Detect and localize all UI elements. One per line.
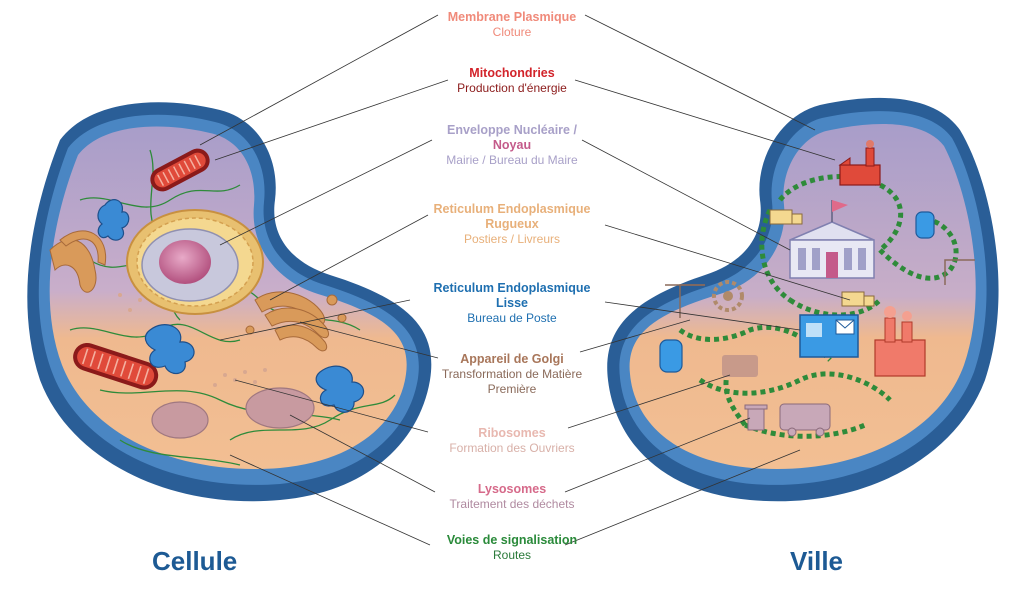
label-smooth-er-title: Reticulum Endoplasmique: [433, 281, 591, 295]
lysosomes: [151, 387, 315, 439]
city-illustration: [607, 97, 999, 502]
ribosomes: [118, 293, 267, 387]
label-smooth-er-subtitle: Bureau de Poste: [467, 311, 557, 325]
label-nucleus-subtitle: Mairie / Bureau du Maire: [446, 153, 578, 167]
trash-can-icon: [744, 404, 768, 431]
label-rough-er-title2: Rugueux: [485, 217, 539, 231]
post-office-icon: [799, 314, 859, 358]
label-golgi-title: Appareil de Golgi: [460, 352, 564, 366]
label-rough-er-title: Reticulum Endoplasmique: [433, 202, 591, 216]
label-signaling: Voies de signalisation Routes: [397, 533, 627, 563]
label-smooth-er-title2: Lisse: [496, 296, 528, 310]
nucleus: [126, 209, 264, 315]
label-golgi-subtitle2: Première: [487, 382, 537, 396]
label-lysosomes: Lysosomes Traitement des déchets: [397, 482, 627, 512]
label-membrane: Membrane Plasmique Cloture: [397, 10, 627, 40]
label-mitochondria-title: Mitochondries: [469, 66, 555, 80]
label-golgi-subtitle: Transformation de Matière: [441, 367, 583, 381]
label-smooth-er: Reticulum Endoplasmique Lisse Bureau de …: [397, 281, 627, 326]
label-lysosomes-subtitle: Traitement des déchets: [449, 497, 575, 511]
label-membrane-subtitle: Cloture: [492, 25, 532, 39]
label-rough-er: Reticulum Endoplasmique Rugueux Postiers…: [397, 202, 627, 247]
label-rough-er-subtitle: Postiers / Livreurs: [463, 232, 561, 246]
label-ribosomes: Ribosomes Formation des Ouvriers: [397, 426, 627, 456]
label-lysosomes-title: Lysosomes: [477, 482, 547, 496]
gear-icon: [712, 280, 744, 312]
label-signaling-title: Voies de signalisation: [446, 533, 578, 547]
crane-icon: [665, 259, 975, 318]
label-membrane-title: Membrane Plasmique: [447, 10, 577, 24]
title-cell: Cellule: [152, 546, 238, 576]
mitochondria-bottom: [73, 342, 159, 390]
label-ribosomes-subtitle: Formation des Ouvriers: [449, 441, 575, 455]
label-golgi: Appareil de Golgi Transformation de Mati…: [397, 352, 627, 397]
town-hall-icon: [789, 200, 875, 279]
mitochondria-top: [150, 148, 210, 192]
cell-illustration: [27, 102, 432, 502]
golgi-left: [49, 230, 107, 293]
label-mitochondria-subtitle: Production d'énergie: [457, 81, 567, 95]
label-nucleus: Enveloppe Nucléaire / Noyau Mairie / Bur…: [397, 123, 627, 168]
garbage-truck-icon: [779, 403, 831, 437]
label-nucleus-title2: Noyau: [492, 138, 532, 152]
factory-icon-top: [838, 140, 881, 186]
leader-lines: [199, 14, 851, 546]
label-nucleus-title: Enveloppe Nucléaire /: [447, 123, 577, 137]
label-ribosomes-title: Ribosomes: [478, 426, 546, 440]
mailbox-icon: [659, 211, 935, 373]
golgi-apparatus: [245, 291, 347, 352]
city-ground: [629, 124, 976, 470]
workers-icon: [722, 355, 758, 377]
title-city: Ville: [790, 546, 844, 576]
label-signaling-subtitle: Routes: [492, 548, 532, 562]
smooth-er: [97, 199, 365, 413]
label-mitochondria: Mitochondries Production d'énergie: [397, 66, 627, 96]
factory-icon: [874, 306, 926, 377]
truck-icon: [769, 209, 875, 307]
